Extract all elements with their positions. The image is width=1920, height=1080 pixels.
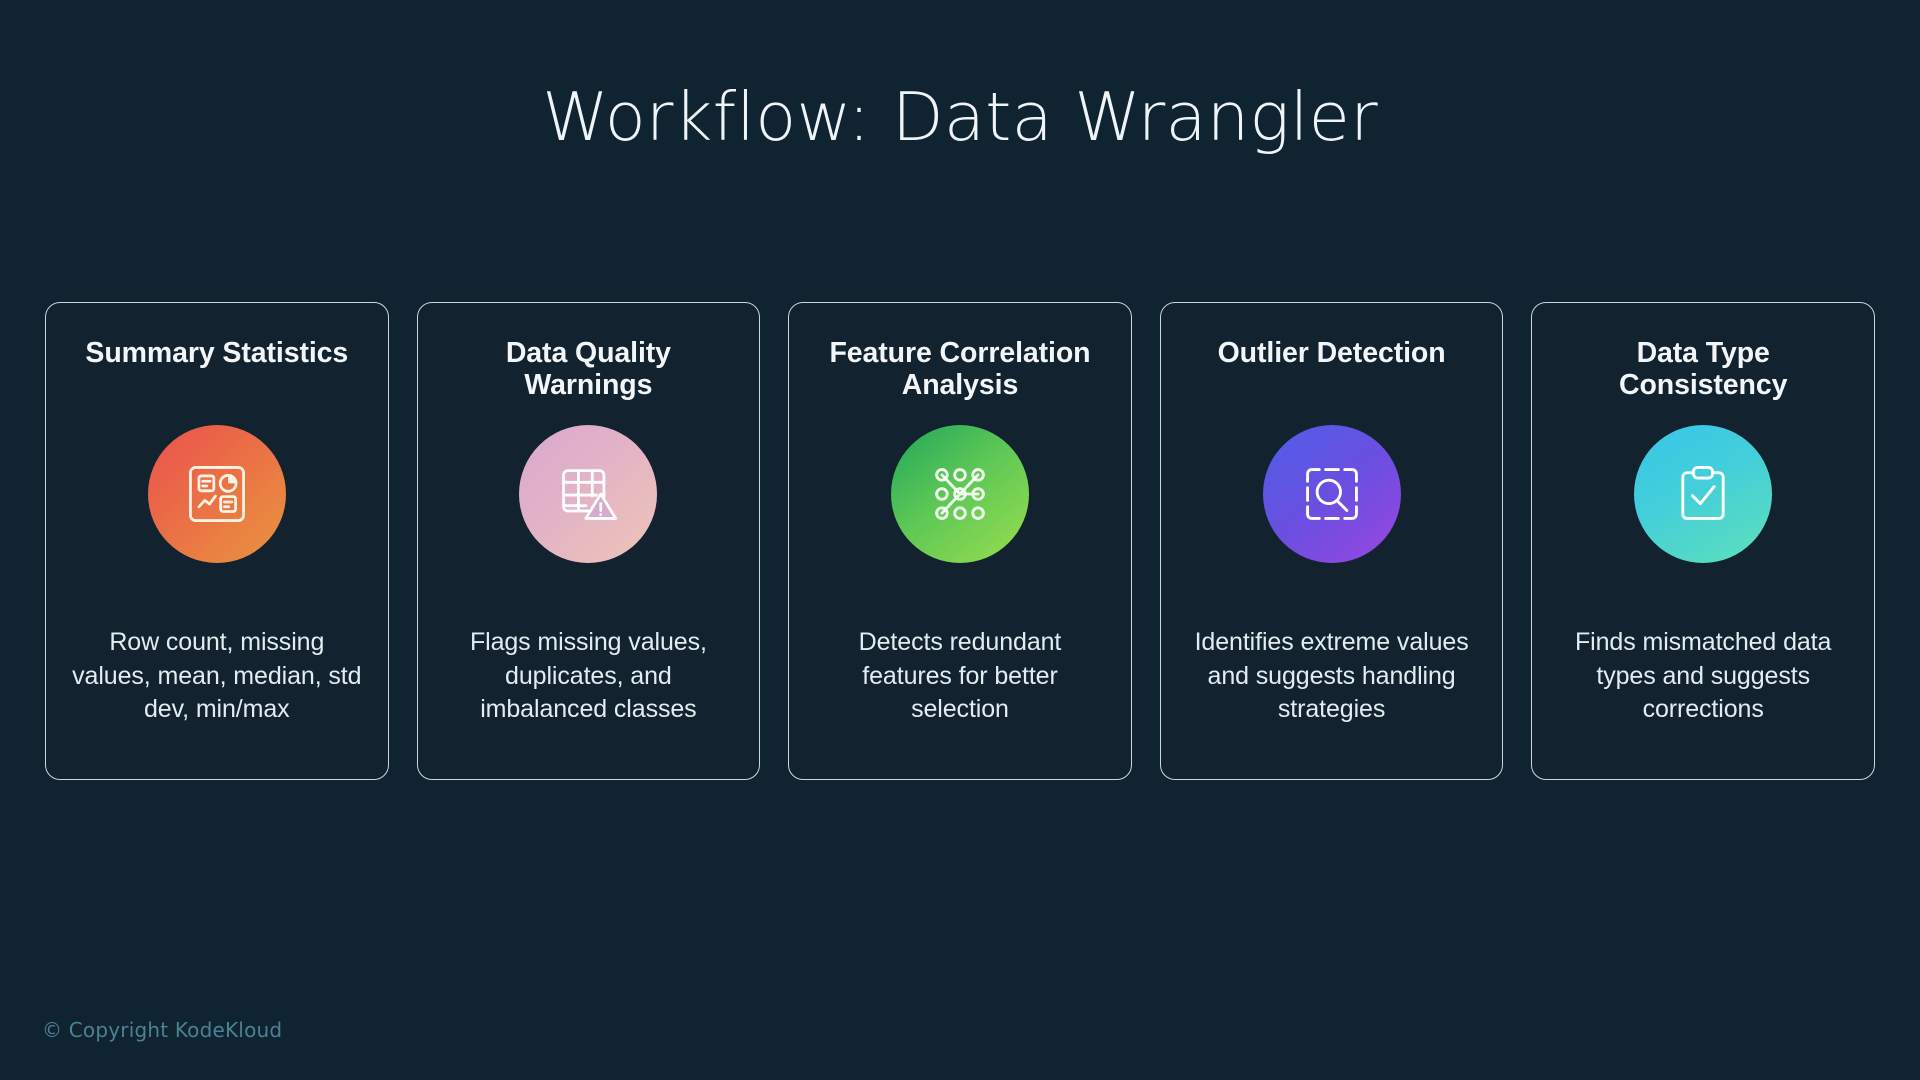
feature-card-row: Summary Statistics Row count, missing va… [45,302,1875,780]
table-warning-icon [519,425,658,563]
card-description: Row count, missing values, mean, median,… [72,627,362,724]
card-description: Detects redundant features for better se… [858,627,1062,724]
feature-card-summary-statistics[interactable]: Summary Statistics Row count, missing va… [45,302,389,780]
feature-card-data-quality-warnings[interactable]: Data Quality Warnings Flags missing valu… [416,302,761,780]
card-description: Flags missing values, duplicates, and im… [469,627,707,724]
scan-magnifier-icon [1262,425,1401,563]
card-description: Finds mismatched data types and suggests… [1574,627,1832,724]
feature-card-data-type-consistency[interactable]: Data Type Consistency Finds mismatched d… [1531,302,1875,780]
page-title: Workflow: Data Wrangler [542,78,1378,156]
feature-card-feature-correlation-analysis[interactable]: Feature Correlation Analysis [788,302,1132,780]
node-network-icon [890,425,1029,563]
clipboard-check-icon [1634,425,1773,563]
feature-card-outlier-detection[interactable]: Outlier Detection Identifies extreme val… [1159,302,1504,780]
card-title: Data Type Consistency [1618,337,1788,402]
card-title: Outlier Detection [1217,337,1446,369]
copyright-footer: © Copyright KodeKloud [42,1018,283,1042]
card-title: Feature Correlation Analysis [829,337,1091,402]
card-title: Summary Statistics [85,337,349,369]
card-description: Identifies extreme values and suggests h… [1194,627,1469,724]
dashboard-report-icon [147,425,286,563]
card-title: Data Quality Warnings [505,337,671,402]
